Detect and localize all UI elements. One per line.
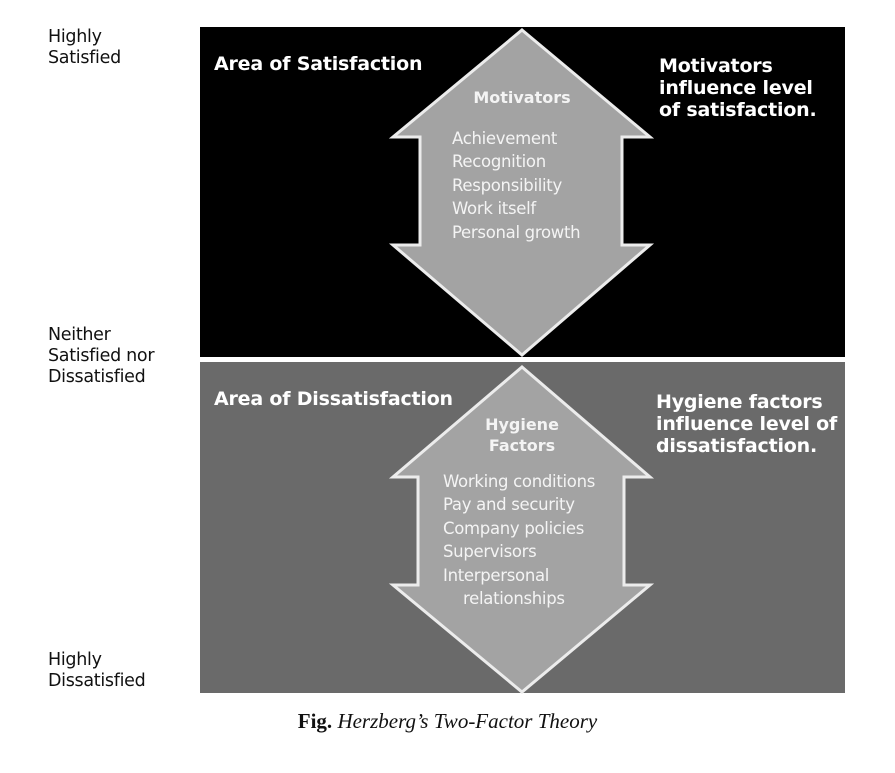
note-line: influence level	[659, 77, 813, 99]
motivators-heading: Motivators	[462, 87, 582, 108]
factor-item: Achievement	[452, 129, 558, 148]
hygiene-factors-list: Working conditions Pay and security Comp…	[443, 470, 595, 610]
note-line: of satisfaction.	[659, 99, 817, 121]
area-of-dissatisfaction-title: Area of Dissatisfaction	[214, 388, 453, 410]
factor-item: Interpersonal	[443, 565, 550, 585]
note-line: Motivators	[659, 55, 773, 77]
label-line: Dissatisfied	[48, 367, 146, 387]
caption-prefix: Fig.	[297, 709, 333, 733]
factor-item: Work itself	[452, 199, 536, 219]
label-line: Neither	[48, 325, 111, 345]
area-of-satisfaction-title: Area of Satisfaction	[214, 53, 423, 75]
label-line: Satisfied nor	[48, 346, 155, 366]
factor-item: relationships	[463, 589, 565, 609]
label-line: Satisfied	[48, 48, 121, 68]
heading-line: Factors	[488, 436, 556, 455]
label-line: Highly	[48, 650, 102, 670]
factor-item: Company policies	[443, 518, 585, 538]
label-line: Dissatisfied	[48, 671, 146, 691]
caption-title: Herzberg’s Two-Factor Theory	[337, 709, 598, 733]
factor-item: Supervisors	[443, 542, 537, 562]
label-highly-dissatisfied: Highly Dissatisfied	[48, 650, 146, 692]
note-line: influence level of	[656, 413, 838, 435]
label-neutral: Neither Satisfied nor Dissatisfied	[48, 325, 155, 388]
heading-line: Hygiene	[485, 415, 559, 434]
figure-caption: Fig. Herzberg’s Two-Factor Theory	[0, 709, 895, 734]
motivators-double-arrow-icon	[388, 28, 655, 357]
factor-item: Recognition	[452, 152, 546, 172]
hygiene-factors-heading: Hygiene Factors	[462, 414, 582, 456]
motivators-list: Achievement Recognition Responsibility W…	[452, 127, 581, 244]
factor-item: Pay and security	[443, 495, 575, 515]
factor-item: Responsibility	[452, 175, 562, 195]
heading-line: Motivators	[473, 88, 571, 107]
motivators-note: Motivators influence level of satisfacti…	[659, 55, 817, 121]
hygiene-double-arrow-icon	[388, 365, 655, 694]
note-line: Hygiene factors	[656, 391, 823, 413]
note-line: dissatisfaction.	[656, 435, 817, 457]
factor-item: Personal growth	[452, 222, 581, 242]
hygiene-note: Hygiene factors influence level of dissa…	[656, 391, 837, 457]
label-line: Highly	[48, 27, 102, 47]
label-highly-satisfied: Highly Satisfied	[48, 27, 121, 69]
factor-item: Working conditions	[443, 472, 596, 491]
